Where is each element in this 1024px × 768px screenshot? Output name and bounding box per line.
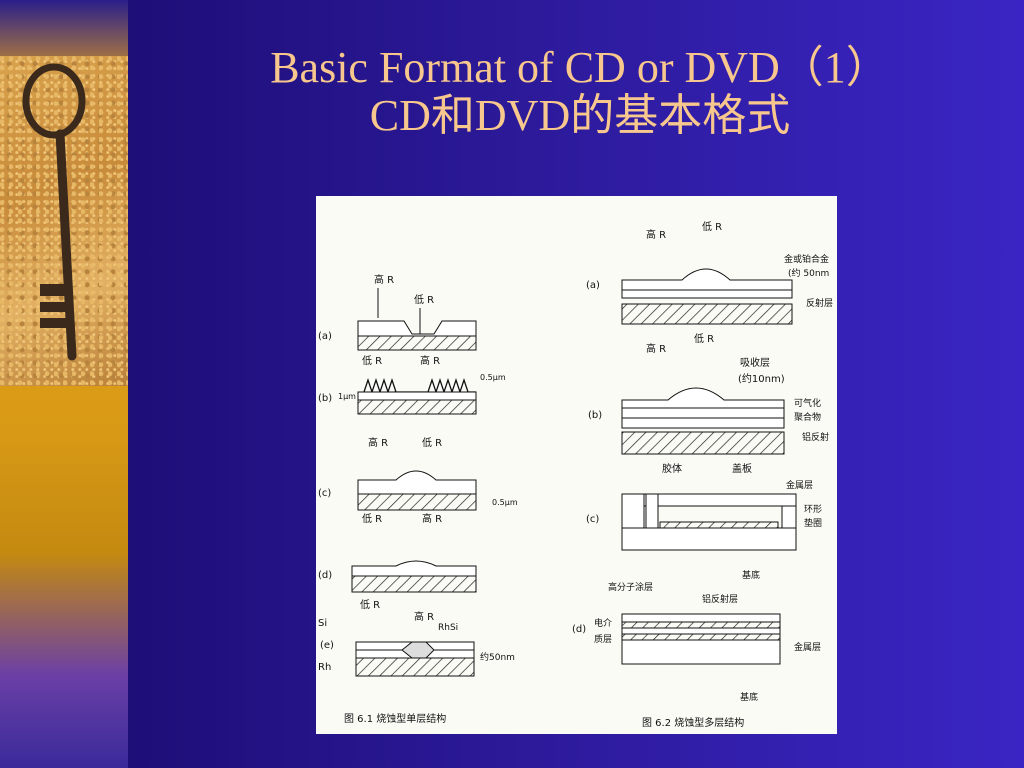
- high-r-label: 高 R: [374, 273, 394, 286]
- si-label: Si: [318, 618, 327, 629]
- metal-layer-label: 金属层: [786, 479, 813, 491]
- panel-b-label: (b): [318, 393, 332, 404]
- polymer-label: 聚合物: [794, 411, 821, 423]
- substrate-label: 基底: [740, 691, 758, 703]
- gold-alloy-label: 金或铂合金: [784, 253, 829, 265]
- al-reflective-label: 铝反射: [802, 431, 829, 443]
- panel-e-label: (e): [320, 640, 334, 651]
- high-r-label: 高 R: [420, 354, 440, 367]
- high-r-label: 高 R: [646, 342, 666, 355]
- rhsi-label: RhSi: [438, 623, 458, 633]
- al-reflective-layer-label: 铝反射层: [702, 593, 738, 605]
- polymer-coating-label: 高分子涂层: [608, 581, 653, 593]
- panel-c-label: (c): [318, 488, 331, 499]
- high-r-label: 高 R: [414, 610, 434, 623]
- figure-image: (a) 高 R 低 R (b) 低 R 高 R 0.5μm 1μm (c) 高 …: [316, 196, 837, 734]
- thickness-label: (约 50nm: [788, 267, 829, 279]
- dimension-label: 0.5μm: [492, 498, 518, 507]
- panel-b-label: (b): [588, 410, 602, 421]
- key-photo: [0, 56, 128, 386]
- dielectric-label: 电介: [594, 617, 612, 629]
- high-r-label: 高 R: [368, 436, 388, 449]
- panel-a-label: (a): [586, 280, 600, 291]
- absorb-layer-label: 吸收层: [740, 356, 770, 369]
- figure-6-2-caption: 图 6.2 烧蚀型多层结构: [642, 716, 744, 729]
- thickness-label: (约10nm): [738, 372, 785, 385]
- key-icon: [22, 63, 86, 361]
- rh-label: Rh: [318, 662, 331, 673]
- low-r-label: 低 R: [362, 354, 382, 367]
- figure-6-1-caption: 图 6.1 烧蚀型单层结构: [344, 712, 446, 725]
- thickness-label: 约50nm: [480, 651, 515, 663]
- low-r-label: 低 R: [694, 332, 714, 345]
- low-r-label: 低 R: [702, 220, 722, 233]
- ring-gasket-label: 垫圈: [804, 517, 822, 529]
- dimension-label: 0.5μm: [480, 373, 506, 382]
- low-r-label: 低 R: [360, 598, 380, 611]
- substrate-label: 基底: [742, 569, 760, 581]
- high-r-label: 高 R: [646, 228, 666, 241]
- dielectric-label: 质层: [594, 633, 612, 645]
- metal-layer-label: 金属层: [794, 641, 821, 653]
- dimension-label: 1μm: [338, 392, 356, 401]
- vaporizable-label: 可气化: [794, 397, 821, 409]
- panel-c-label: (c): [586, 514, 599, 525]
- title-line-chinese: CD和DVD的基本格式: [369, 90, 791, 140]
- cover-plate-label: 盖板: [732, 462, 752, 475]
- slide-title: Basic Format of CD or DVD（1） CD和DVD的基本格式: [150, 44, 1010, 139]
- panel-d-label: (d): [572, 624, 586, 635]
- panel-d-label: (d): [318, 570, 332, 581]
- reflective-layer-label: 反射层: [806, 297, 833, 309]
- gel-label: 胶体: [662, 462, 682, 475]
- low-r-label: 低 R: [422, 436, 442, 449]
- figure-6-2: (a) 高 R 低 R 金或铂合金 (约 50nm 反射层 (b) 高 R 低 …: [572, 220, 833, 729]
- high-r-label: 高 R: [422, 512, 442, 525]
- figure-6-1: (a) 高 R 低 R (b) 低 R 高 R 0.5μm 1μm (c) 高 …: [318, 273, 518, 725]
- title-line-english: Basic Format of CD or DVD（1）: [270, 43, 890, 92]
- low-r-label: 低 R: [414, 293, 434, 306]
- low-r-label: 低 R: [362, 512, 382, 525]
- ring-gasket-label: 环形: [804, 503, 822, 515]
- panel-a-label: (a): [318, 331, 332, 342]
